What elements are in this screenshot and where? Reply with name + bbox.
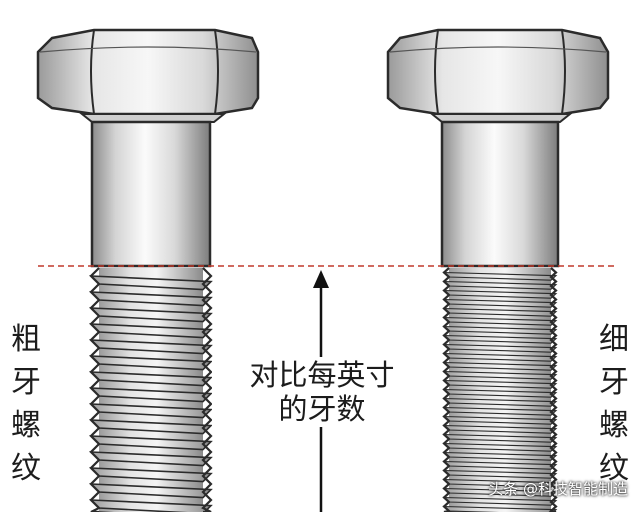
fine-thread-bolt-icon <box>386 28 610 512</box>
fine-thread-label: 细牙螺纹 <box>599 322 629 486</box>
watermark: 头条 @科技智能制造 <box>488 480 628 498</box>
coarse-thread-label: 粗牙螺纹 <box>11 322 41 486</box>
comparison-caption-line1: 对比每英寸 <box>212 357 432 393</box>
coarse-thread-bolt-icon <box>36 28 260 512</box>
comparison-caption-line2: 的牙数 <box>212 391 432 427</box>
